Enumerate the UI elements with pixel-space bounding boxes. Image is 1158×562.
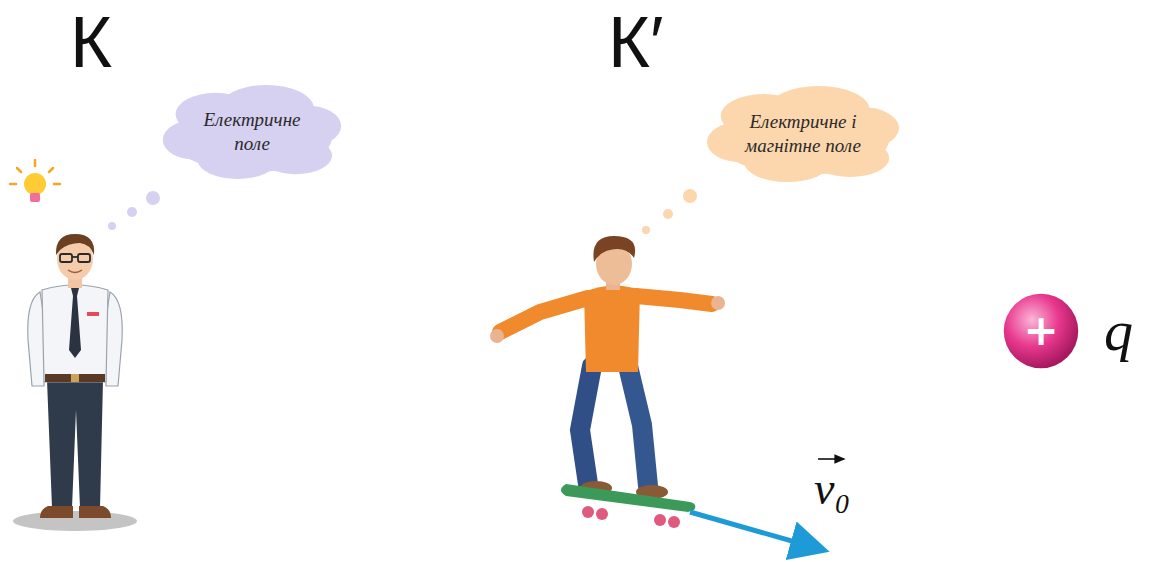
thought-dots	[642, 189, 697, 234]
frame-label: К	[70, 6, 112, 78]
velocity-arrow	[690, 512, 820, 549]
cloud-shape	[705, 84, 901, 184]
frame-label: К′	[608, 6, 663, 78]
velocity-label: v₀	[814, 466, 850, 512]
thought-dots	[108, 191, 160, 230]
thought-text: Електричне і магнітне поле	[733, 110, 873, 158]
thought-bubble: Електричне поле	[161, 83, 343, 181]
thought-bubble: Електричне і магнітне поле	[705, 84, 901, 184]
lightbulb-icon	[10, 160, 60, 202]
vector-sign	[818, 458, 844, 460]
charge-sign: +	[1023, 310, 1058, 352]
charge-label: q	[1104, 302, 1133, 360]
cloud-shape	[161, 83, 343, 181]
skater-figure	[490, 236, 725, 528]
thought-text: Електричне поле	[194, 108, 310, 156]
observer-figure	[13, 234, 137, 531]
charge-circle: +	[1003, 293, 1079, 369]
